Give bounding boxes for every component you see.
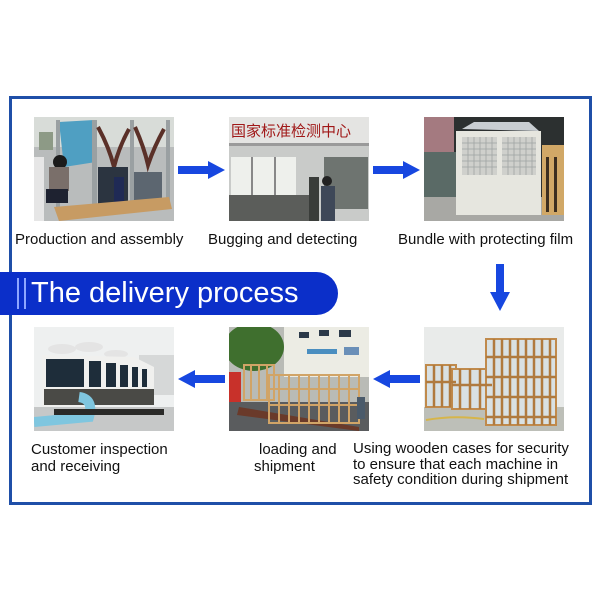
caption-line: loading and — [259, 441, 337, 458]
photo-customer-inspection — [34, 327, 174, 431]
photo-bugging-detecting: 国家标准检测中心 — [229, 117, 369, 221]
banner-stripe — [24, 278, 26, 309]
photo-production-assembly — [34, 117, 174, 221]
caption-loading-shipment: loading and shipment — [254, 441, 337, 475]
caption-line: shipment — [254, 458, 315, 475]
arrow-down-icon — [490, 264, 510, 312]
caption-bundle-protecting-film: Bundle with protecting film — [398, 231, 574, 248]
caption-wooden-cases: Using wooden cases for security to ensur… — [353, 441, 569, 488]
arrow-left-icon — [373, 370, 421, 388]
caption-customer-inspection: Customer inspection and receiving — [31, 441, 168, 475]
arrow-left-icon — [178, 370, 226, 388]
photo-loading-shipment — [229, 327, 369, 431]
lab-sign-text: 国家标准检测中心 — [231, 122, 351, 140]
caption-production-assembly: Production and assembly — [15, 231, 184, 248]
delivery-process-banner: The delivery process — [0, 272, 338, 315]
caption-line: to ensure that each machine in — [353, 455, 559, 473]
arrow-right-icon — [178, 161, 226, 179]
photo-wooden-cases — [424, 327, 564, 431]
caption-line: safety condition during shipment — [353, 471, 569, 488]
caption-line: and receiving — [31, 458, 121, 475]
caption-line: Using wooden cases for security — [353, 440, 569, 457]
caption-line: Customer inspection — [31, 441, 168, 458]
banner-title: The delivery process — [31, 277, 299, 309]
arrow-right-icon — [373, 161, 421, 179]
photo-bundle-protecting-film — [424, 117, 564, 221]
caption-bugging-detecting: Bugging and detecting — [208, 231, 358, 248]
banner-stripe — [17, 278, 19, 309]
